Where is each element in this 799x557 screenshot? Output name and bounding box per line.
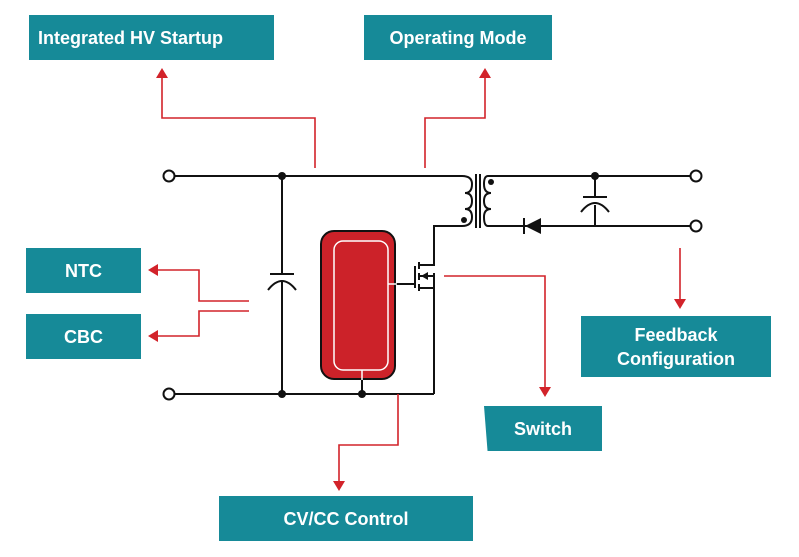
output-terminal-bottom — [689, 219, 703, 233]
arrowhead-up — [156, 68, 168, 78]
controller-ic — [320, 230, 396, 380]
arrow-operating-mode — [424, 78, 486, 168]
label-cvcc-text: CV/CC Control — [283, 508, 409, 529]
primary-to-drain-wire — [433, 225, 462, 263]
primary-polarity-dot — [461, 217, 467, 223]
arrowhead-down — [333, 481, 345, 491]
output-diode — [523, 218, 541, 234]
callout-arrows — [154, 78, 681, 482]
primary-winding — [461, 175, 474, 227]
label-feedback-configuration: Feedback Configuration — [581, 316, 771, 377]
arrowheads — [148, 68, 686, 491]
label-switch: Switch — [484, 406, 602, 451]
arrowhead-left — [148, 330, 158, 342]
label-switch-text: Switch — [513, 418, 572, 439]
arrowhead-down — [674, 299, 686, 309]
junction-dot — [358, 390, 366, 398]
label-feedback-line2: Configuration — [617, 348, 735, 369]
output-terminal-top — [689, 169, 703, 183]
transformer — [461, 174, 492, 228]
arrow-cbc — [154, 310, 249, 337]
label-feedback-line1: Feedback — [634, 324, 718, 345]
arrow-switch — [444, 275, 546, 388]
arrow-cvcc — [338, 394, 399, 482]
junction-dots — [278, 172, 599, 398]
controller-ic-inner-outline — [333, 240, 389, 371]
label-cvcc-control: CV/CC Control — [219, 496, 473, 541]
arrowhead-left — [148, 264, 158, 276]
mosfet-body-arrow — [421, 272, 428, 280]
label-cbc: CBC — [26, 314, 141, 359]
secondary-polarity-dot — [488, 179, 494, 185]
input-terminal-top — [162, 169, 176, 183]
circuit-wiring — [175, 175, 690, 395]
arrowhead-down — [539, 387, 551, 397]
label-hv-startup-text: Integrated HV Startup — [38, 27, 224, 48]
terminals — [162, 169, 703, 401]
label-operating-mode: Operating Mode — [364, 15, 552, 60]
junction-dot — [278, 172, 286, 180]
arrow-hv-startup — [161, 78, 316, 168]
input-capacitor — [267, 273, 297, 291]
secondary-winding — [482, 175, 492, 227]
label-operating-mode-text: Operating Mode — [389, 27, 527, 48]
junction-dot — [278, 390, 286, 398]
label-cbc-text: CBC — [64, 326, 103, 347]
label-hv-startup: Integrated HV Startup — [29, 15, 274, 60]
arrow-ntc — [154, 269, 249, 302]
label-ntc: NTC — [26, 248, 141, 293]
input-terminal-bottom — [162, 387, 176, 401]
output-capacitor — [580, 196, 610, 213]
label-ntc-text: NTC — [65, 260, 102, 281]
junction-dot — [591, 172, 599, 180]
arrowhead-up — [479, 68, 491, 78]
